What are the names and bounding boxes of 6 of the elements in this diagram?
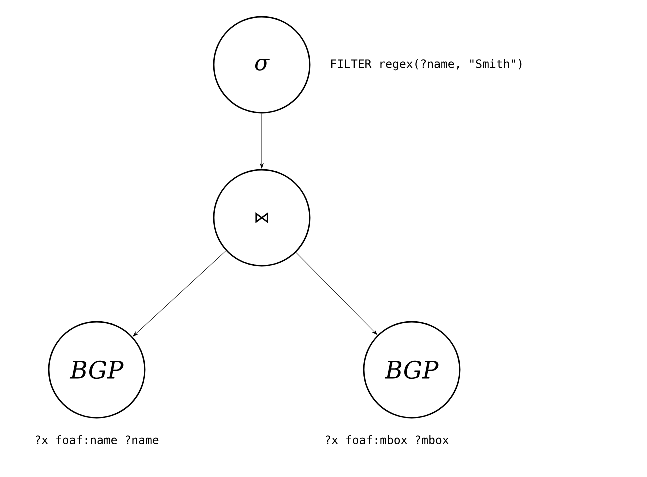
arrow <box>133 250 226 337</box>
arrow <box>260 113 264 169</box>
arrow <box>296 252 378 336</box>
query-text: ?x foaf:mbox ?mbox <box>326 436 449 444</box>
query-text: ?x foaf:name ?name <box>36 436 159 444</box>
query-text: FILTER regex(?name, "Smith") <box>332 59 522 71</box>
